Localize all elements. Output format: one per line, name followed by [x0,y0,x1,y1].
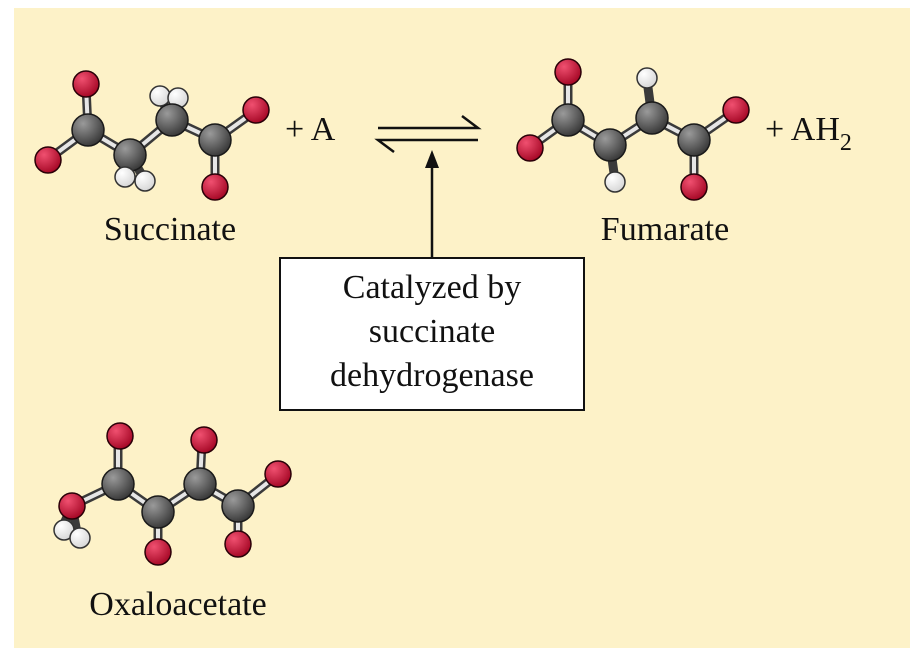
oxygen-atom [201,173,229,201]
oxygen-atom [680,173,708,201]
oxygen-atom [34,146,62,174]
carbon-atom [71,113,105,147]
carbon-atom [198,123,232,157]
enzyme-line-2: succinate [369,313,496,350]
carbon-atom [551,103,585,137]
carbon-atom [141,495,175,529]
oxygen-atom [242,96,270,124]
hydrogen-atom [604,171,626,193]
hydrogen-atom [134,170,156,192]
carbon-atom [593,128,627,162]
oxygen-atom [58,492,86,520]
fumarate-label: Fumarate [601,211,729,248]
enzyme-line-3: dehydrogenase [330,357,534,394]
carbon-atom [113,138,147,172]
carbon-atom [635,101,669,135]
hydrogen-atom [69,527,91,549]
oxaloacetate-label: Oxaloacetate [89,586,266,623]
hydrogen-atom [636,67,658,89]
succinate-label: Succinate [104,211,236,248]
succinate-molecule [34,70,270,201]
oxygen-atom [72,70,100,98]
equilibrium-arrow [374,115,482,153]
carbon-atom [677,123,711,157]
oxygen-atom [554,58,582,86]
oxygen-atom [722,96,750,124]
plus-ah-text: + AH [765,111,840,148]
enzyme-box: Catalyzed by succinate dehydrogenase [279,257,585,411]
fumarate-molecule [516,58,750,201]
oxygen-atom [224,530,252,558]
oxygen-atom [106,422,134,450]
carbon-atom [183,467,217,501]
enzyme-line-1: Catalyzed by [343,269,521,306]
hydrogen-atom [149,85,171,107]
hydrogen-atom [114,166,136,188]
catalysis-arrow [425,150,439,258]
oxygen-atom [264,460,292,488]
carbon-atom [221,489,255,523]
carbon-atom [101,467,135,501]
oxaloacetate-molecule [53,422,292,566]
plus-a-label: + A [285,111,336,148]
carbon-atom [155,103,189,137]
oxygen-atom [516,134,544,162]
plus-ah2-label: + AH2 [765,111,852,156]
fumarate-bonds [527,67,739,190]
oxygen-atom [144,538,172,566]
oxygen-atom [190,426,218,454]
ah-subscript: 2 [840,130,852,156]
